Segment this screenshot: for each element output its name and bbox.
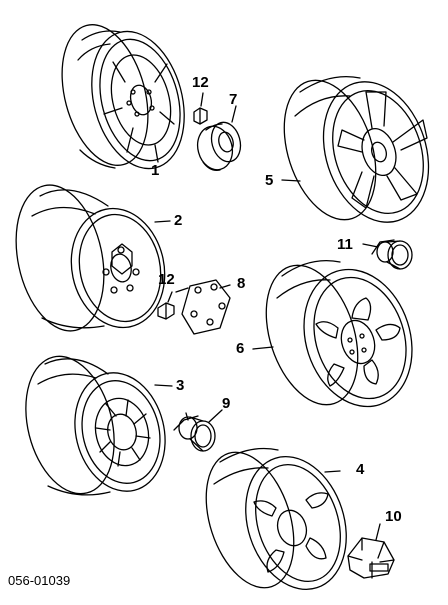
callout-9: 9 <box>222 395 231 412</box>
callout-10: 10 <box>385 508 402 525</box>
leader-line-1 <box>154 144 159 163</box>
leader-line-6 <box>252 346 274 350</box>
lug-nut-12-top-drawing <box>193 92 208 125</box>
leader-line-2 <box>154 220 171 223</box>
callout-1: 1 <box>151 162 160 179</box>
wheel-2-drawing <box>15 184 166 332</box>
wheel-1-drawing <box>61 24 185 170</box>
center-cap-10-drawing <box>347 523 395 579</box>
wheel-5-drawing <box>283 75 430 223</box>
reference-code: 056-01039 <box>8 573 71 588</box>
wheel-3-drawing <box>25 355 166 496</box>
callout-5: 5 <box>265 172 274 189</box>
center-cap-9-drawing <box>173 409 223 452</box>
center-cap-11-drawing <box>362 239 413 270</box>
callout-8: 8 <box>237 275 246 292</box>
callout-12-top: 12 <box>192 74 209 91</box>
center-cap-7-drawing <box>196 105 242 171</box>
wheel-6-drawing <box>265 259 413 408</box>
callout-4: 4 <box>356 461 365 478</box>
wheel-4-drawing <box>205 447 347 591</box>
center-cap-8-drawing <box>175 279 231 335</box>
callout-6: 6 <box>236 340 245 357</box>
leader-line-4 <box>324 470 341 473</box>
lug-nut-12-mid-drawing <box>157 291 175 320</box>
leader-line-3 <box>154 384 173 387</box>
callout-7: 7 <box>229 91 238 108</box>
leader-line-5 <box>281 179 301 182</box>
callout-12-mid: 12 <box>158 271 175 288</box>
callout-11: 11 <box>337 236 353 253</box>
callout-2: 2 <box>174 212 183 229</box>
callout-3: 3 <box>176 377 185 394</box>
